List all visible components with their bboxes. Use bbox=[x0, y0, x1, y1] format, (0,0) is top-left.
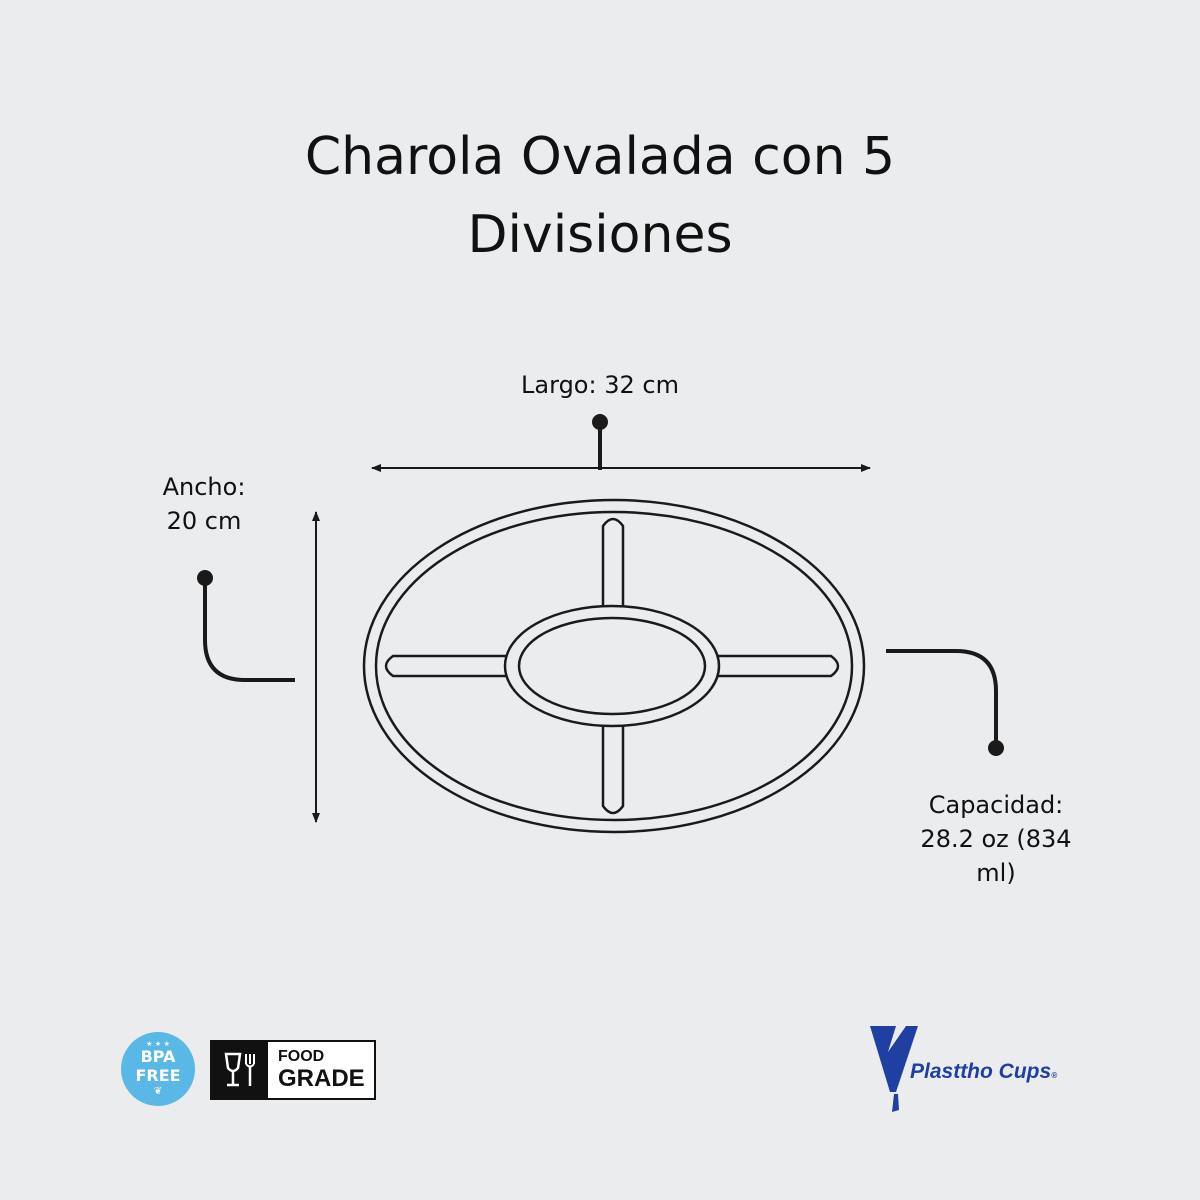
ancho-pointer-dot bbox=[197, 570, 213, 586]
largo-label: Largo: 32 cm bbox=[521, 371, 679, 399]
divider-bottom bbox=[601, 726, 625, 815]
capacidad-label-line-1: Capacidad: bbox=[928, 791, 1064, 819]
divider-left bbox=[384, 654, 506, 678]
tray-outer-rim bbox=[362, 498, 866, 834]
center-compartment-outer bbox=[503, 604, 721, 728]
brand-name-text: Plasttho Cups bbox=[910, 1060, 1052, 1083]
food-grade-text: FOOD GRADE bbox=[268, 1042, 374, 1098]
largo-pointer-dot bbox=[592, 414, 608, 430]
center-compartment-inner bbox=[517, 616, 707, 716]
capacidad-pointer-line bbox=[886, 649, 998, 748]
leaf-icon: ❦ bbox=[153, 1086, 163, 1097]
page-title: Charola Ovalada con 5 Divisiones bbox=[0, 118, 1200, 274]
plasttho-logo-icon bbox=[870, 1026, 918, 1112]
ancho-label: Ancho: 20 cm bbox=[124, 470, 284, 538]
plasttho-logo: Plasttho Cups® bbox=[866, 1022, 1106, 1118]
ancho-label-line-1: Ancho: bbox=[162, 473, 246, 501]
capacidad-pointer-dot bbox=[988, 740, 1004, 756]
bpa-badge-top-text: BPA bbox=[140, 1047, 176, 1066]
food-grade-line-2: GRADE bbox=[278, 1065, 365, 1092]
food-grade-line-1: FOOD bbox=[278, 1048, 325, 1065]
title-line-2: Divisiones bbox=[467, 205, 733, 265]
bpa-free-icon: ★ ★ ★ BPA FREE ❦ bbox=[121, 1032, 195, 1106]
bpa-stars-icon: ★ ★ ★ bbox=[146, 1040, 170, 1048]
divider-top bbox=[601, 517, 625, 606]
ancho-label-line-2: 20 cm bbox=[166, 507, 242, 535]
brand-name: Plasttho Cups® bbox=[910, 1060, 1057, 1084]
registered-mark: ® bbox=[1051, 1071, 1058, 1080]
bpa-badge-bottom-text: FREE bbox=[135, 1066, 181, 1085]
divider-right bbox=[718, 654, 840, 678]
title-line-1: Charola Ovalada con 5 bbox=[304, 127, 896, 187]
capacidad-label: Capacidad: 28.2 oz (834 ml) bbox=[896, 788, 1096, 890]
fork-and-glass-icon bbox=[212, 1042, 268, 1098]
capacidad-label-line-3: ml) bbox=[976, 859, 1016, 887]
tray-outline bbox=[362, 498, 866, 834]
capacidad-label-line-2: 28.2 oz (834 bbox=[920, 825, 1072, 853]
food-grade-badge: FOOD GRADE bbox=[210, 1040, 376, 1100]
tray-inner-rim bbox=[374, 510, 854, 822]
ancho-pointer-line bbox=[203, 578, 295, 682]
